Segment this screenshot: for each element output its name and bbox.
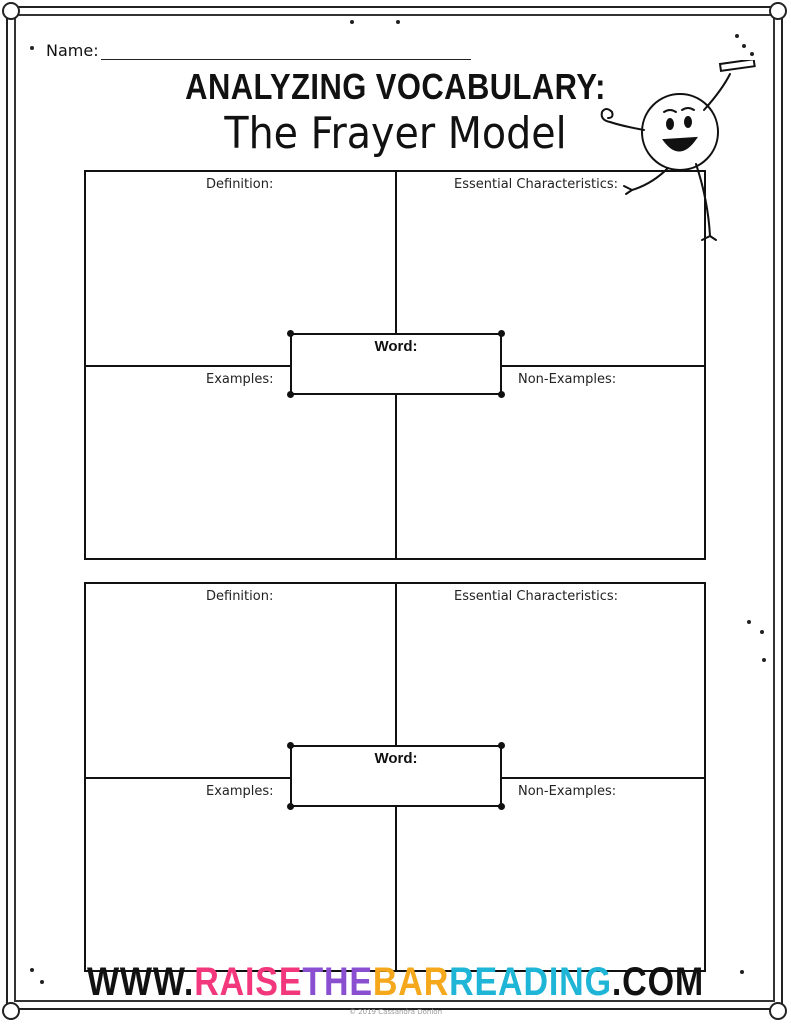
frayer-model-2: Definition: Essential Characteristics: E… [84,582,706,972]
word-box-corner-dot [498,742,505,749]
url-suffix: .COM [611,960,705,1004]
decor-dot [396,20,400,24]
word-box-corner-dot [287,742,294,749]
word-box-corner-dot [287,391,294,398]
url-part-the: THE [302,960,373,1004]
decor-dot [740,970,744,974]
decor-dot [747,620,751,624]
decor-dot [735,34,739,38]
name-row: Name: [46,38,471,60]
word-box-corner-dot [498,803,505,810]
non-examples-label: Non-Examples: [518,372,617,387]
copyright-text: © 2019 Cassandra Donlon [348,1008,443,1016]
decor-dot [762,658,766,662]
page-frame-inner [14,14,775,1002]
decor-dot [750,52,754,56]
decor-dot [30,46,34,50]
characteristics-label: Essential Characteristics: [454,177,618,192]
url-part-raise: RAISE [194,960,303,1004]
title-line-1: ANALYZING VOCABULARY: [185,66,606,107]
word-label: Word: [374,750,418,767]
decor-dot [30,968,34,972]
characteristics-label: Essential Characteristics: [454,589,618,604]
word-label: Word: [374,338,418,355]
page-frame-outer [6,6,783,1010]
examples-label: Examples: [206,784,274,799]
decor-dot [760,630,764,634]
word-box-corner-dot [287,803,294,810]
non-examples-label: Non-Examples: [518,784,617,799]
examples-label: Examples: [206,372,274,387]
word-box-corner-dot [498,330,505,337]
url-part-bar: BAR [372,960,450,1004]
frame-corner-circle [769,2,787,20]
title-line-2: The Frayer Model [224,108,567,159]
name-label: Name: [46,41,99,60]
footer-url[interactable]: WWW.RAISETHEBARREADING.COM [59,960,731,1005]
definition-label: Definition: [206,177,274,192]
decor-dot [742,44,746,48]
word-box[interactable]: Word: [287,742,505,810]
definition-label: Definition: [206,589,274,604]
name-field-line[interactable] [100,45,471,60]
decor-dot [350,20,354,24]
frame-corner-circle [769,1002,787,1020]
word-box-corner-dot [287,330,294,337]
word-box-corner-dot [498,391,505,398]
word-box[interactable]: Word: [287,330,505,398]
frame-corner-circle [2,2,20,20]
frayer-model-1: Definition: Essential Characteristics: E… [84,170,706,560]
frame-corner-circle [2,1002,20,1020]
url-prefix: WWW. [86,960,195,1004]
url-part-reading: READING [449,960,612,1004]
decor-dot [40,980,44,984]
